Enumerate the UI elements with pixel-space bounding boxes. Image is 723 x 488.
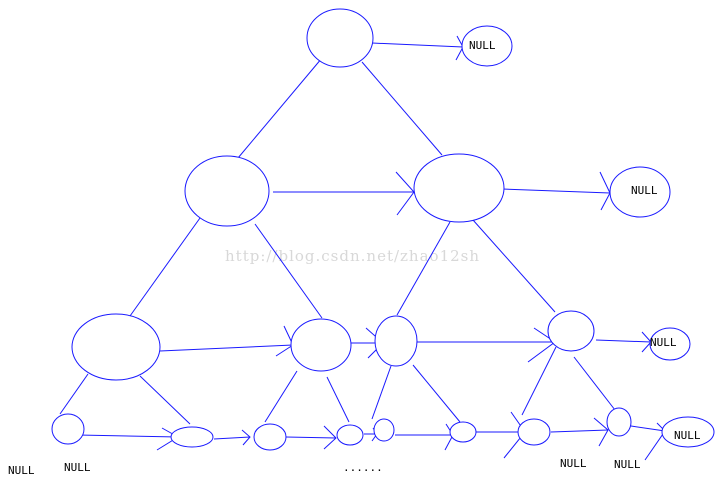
next-arrow <box>159 344 294 352</box>
tree-edges <box>59 57 616 425</box>
arrowhead <box>599 171 611 211</box>
tree-edge <box>59 373 89 415</box>
tree-edge <box>254 223 323 319</box>
tree-nodes <box>51 8 632 451</box>
arrowhead <box>593 417 609 447</box>
tree-edge <box>237 57 323 159</box>
tree-node <box>290 318 352 372</box>
tree-node <box>336 424 364 446</box>
tree-edge <box>371 365 392 420</box>
null-node <box>649 327 691 361</box>
tree-node <box>170 426 214 448</box>
tree-node <box>449 421 477 443</box>
null-label: NULL <box>631 184 658 197</box>
tree-edge <box>361 61 443 156</box>
next-arrow <box>371 42 464 48</box>
tree-edge <box>396 221 451 316</box>
null-label: NULL <box>650 336 677 349</box>
tree-node <box>253 423 287 451</box>
tree-edge <box>412 364 461 423</box>
null-label: NULL <box>469 39 496 52</box>
tree-node <box>71 313 161 381</box>
next-arrow <box>630 425 666 432</box>
next-arrow <box>77 434 179 438</box>
next-arrow <box>285 436 337 439</box>
tree-node <box>306 8 374 68</box>
tree-node <box>374 315 418 367</box>
tree-edge <box>573 356 616 411</box>
tree-edge <box>139 375 191 425</box>
tree-edge <box>326 376 350 423</box>
null-nodes: NULL NULL NULL NULL <box>461 25 715 448</box>
next-arrow <box>213 436 251 440</box>
arrowhead <box>395 171 415 216</box>
arrowhead <box>241 429 251 446</box>
tree-node <box>606 407 632 437</box>
watermark: http://blog.csdn.net/zhao12sh <box>225 247 480 265</box>
next-arrow <box>501 188 611 194</box>
ellipsis-label: ...... <box>343 461 383 474</box>
next-arrow <box>595 339 652 343</box>
null-label: NULL <box>674 429 701 442</box>
free-labels: NULL NULL NULL NULL ...... <box>8 457 641 477</box>
null-node <box>609 166 671 218</box>
tree-edge <box>521 346 557 416</box>
tree-node <box>51 413 85 445</box>
arrowhead <box>323 425 337 450</box>
arrowhead <box>275 325 294 357</box>
tree-edge <box>264 370 298 423</box>
tree-node <box>413 153 505 223</box>
next-arrow <box>550 429 609 433</box>
tree-node <box>184 155 270 227</box>
null-node <box>661 416 715 448</box>
tree-node <box>547 310 595 352</box>
null-label: NULL <box>614 458 641 471</box>
tree-edge <box>472 219 556 313</box>
tree-node <box>373 418 395 442</box>
null-node <box>461 25 513 67</box>
null-label: NULL <box>8 464 35 477</box>
null-label: NULL <box>64 461 91 474</box>
null-label: NULL <box>560 457 587 470</box>
tree-edge <box>129 217 201 317</box>
tree-node <box>517 418 551 446</box>
